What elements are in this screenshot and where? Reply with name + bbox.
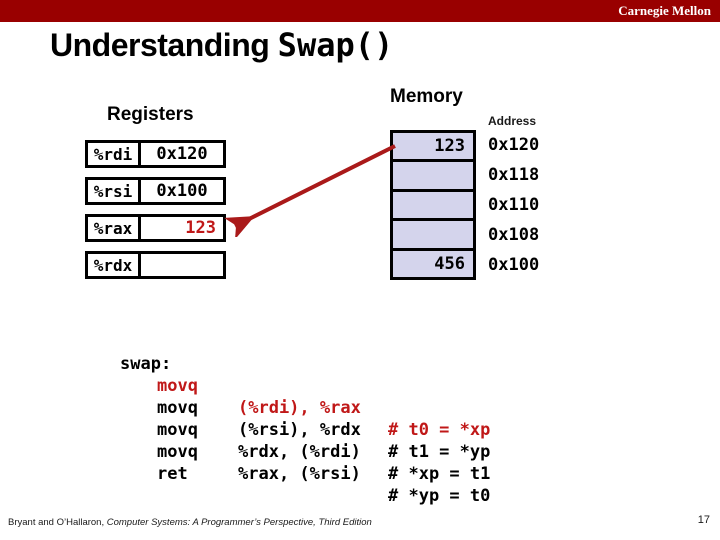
code-instr: movq: [157, 420, 198, 440]
data-flow-arrow: [224, 144, 396, 237]
code-instr: movq: [157, 376, 198, 396]
code-comment: # *xp = t1: [388, 464, 491, 484]
register-row-rax: %rax 123: [85, 214, 226, 242]
slide-title: Understanding Swap(): [50, 26, 393, 64]
memory-address: 0x120: [488, 135, 540, 155]
code-instr: movq: [157, 398, 198, 418]
code-line-label: swap:: [120, 331, 550, 374]
code-operands: (%rdi), %rax: [238, 398, 361, 418]
carnegie-mellon-brand: Carnegie Mellon: [618, 3, 711, 18]
register-value: 0x100: [156, 181, 208, 201]
code-line: movq %rdx, (%rdi) # *xp = t1: [120, 397, 550, 484]
register-name: %rsi: [88, 180, 141, 202]
header-bar: Carnegie Mellon: [0, 0, 720, 22]
memory-address: 0x118: [488, 165, 540, 185]
page-number: 17: [697, 514, 710, 526]
code-operands: %rdx, (%rdi): [238, 442, 361, 462]
register-value: 0x120: [156, 144, 208, 164]
register-name: %rdi: [88, 143, 141, 165]
code-ret: ret: [157, 464, 188, 484]
memory-cell-0x110: [393, 191, 473, 222]
footer-book-title: Computer Systems: A Programmer’s Perspec…: [106, 517, 372, 528]
code-line-ret: ret: [120, 441, 550, 484]
register-value-highlighted: 123: [185, 218, 216, 238]
code-function-label: swap:: [120, 354, 172, 374]
code-comment: # t1 = *yp: [388, 442, 491, 462]
memory-table: 123 456: [390, 130, 476, 280]
memory-address: 0x100: [488, 255, 540, 275]
code-operands: (%rsi), %rdx: [238, 420, 361, 440]
code-line: movq (%rsi), %rdx # t1 = *yp: [120, 375, 550, 462]
assembly-code-block: swap: movq (%rdi), %rax # t0 = *xp movq …: [120, 331, 550, 506]
memory-address: 0x110: [488, 195, 540, 215]
register-row-rdi: %rdi 0x120: [85, 140, 226, 168]
code-comment: # t0 = *xp: [388, 420, 491, 440]
code-comment: # *yp = t0: [388, 486, 491, 506]
register-row-rsi: %rsi 0x100: [85, 177, 226, 205]
register-row-rdx: %rdx: [85, 251, 226, 279]
register-name: %rdx: [88, 254, 141, 276]
address-column-heading: Address: [488, 114, 537, 128]
register-value: [141, 254, 223, 276]
code-line-highlighted: movq (%rdi), %rax # t0 = *xp: [120, 353, 550, 440]
code-line: movq %rax, (%rsi) # *yp = t0: [120, 419, 550, 506]
slide-title-text: Understanding: [50, 27, 278, 63]
code-operands: %rax, (%rsi): [238, 464, 361, 484]
memory-cell-0x108: [393, 221, 473, 251]
slide-title-code: Swap(): [277, 26, 394, 64]
footer-attribution: Bryant and O’Hallaron, Computer Systems:…: [8, 517, 372, 528]
memory-cell-0x120: 123: [393, 133, 473, 163]
memory-cell-0x100: 456: [393, 250, 473, 278]
memory-cell-0x118: [393, 162, 473, 192]
register-name: %rax: [88, 217, 141, 239]
footer-authors: Bryant and O’Hallaron,: [8, 517, 107, 528]
code-instr: movq: [157, 442, 198, 462]
memory-address: 0x108: [488, 225, 540, 245]
memory-heading: Memory: [390, 86, 463, 107]
registers-heading: Registers: [107, 104, 194, 125]
